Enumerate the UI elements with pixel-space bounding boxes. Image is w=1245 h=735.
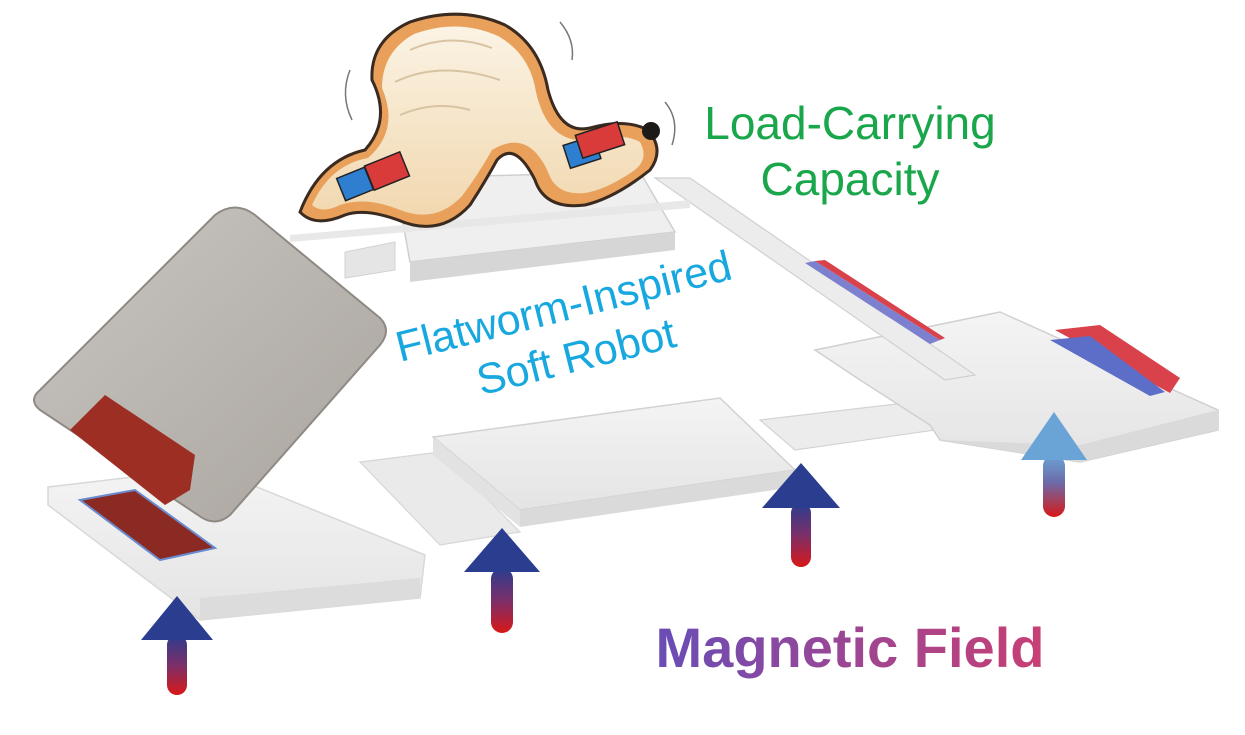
load-carrying-line1: Load-Carrying — [640, 95, 1060, 151]
right-base-plate — [815, 312, 1218, 462]
raised-flap — [34, 208, 386, 522]
load-carrying-label: Load-Carrying Capacity — [640, 95, 1060, 207]
center-base-plate — [360, 398, 935, 545]
magnetic-field-label: Magnetic Field — [600, 615, 1100, 681]
load-carrying-line2: Capacity — [640, 151, 1060, 207]
arrow-up-icon — [464, 528, 540, 633]
